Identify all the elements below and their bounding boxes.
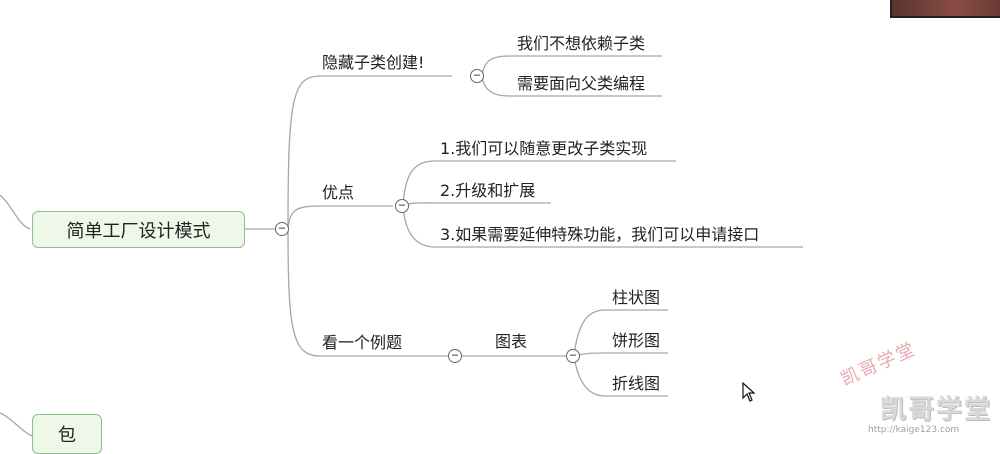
connector-left-bottom [0,412,33,437]
chart-collapse-toggle[interactable]: − [566,349,580,363]
root-collapse-toggle[interactable]: − [275,222,289,236]
connector-chart-c3 [573,355,668,397]
branch-1-collapse-toggle[interactable]: − [470,69,484,83]
package-node[interactable]: 包 [32,414,102,454]
connector-chart-c2 [573,352,668,357]
connector-b1-c1 [481,55,662,77]
minus-circle-icon: − [451,348,459,362]
branch-example[interactable]: 看一个例题 [322,333,403,352]
leaf-advantage-3[interactable]: 3.如果需要延伸特殊功能，我们可以申请接口 [440,225,760,244]
minus-circle-icon: − [473,68,481,82]
branch-hide-subclass[interactable]: 隐藏子类创建! [322,53,425,72]
mouse-cursor-icon [742,382,756,402]
connector-b2-c1 [402,160,676,207]
root-node[interactable]: 简单工厂设计模式 [32,211,245,248]
root-node-label: 简单工厂设计模式 [66,220,211,242]
branch-2-collapse-toggle[interactable]: − [395,199,409,213]
leaf-line-chart[interactable]: 折线图 [612,374,661,393]
leaf-program-to-parent[interactable]: 需要面向父类编程 [517,74,646,93]
connector-branch-2 [287,205,393,230]
webcam-thumbnail [890,0,1000,18]
leaf-advantage-1[interactable]: 1.我们可以随意更改子类实现 [440,139,648,158]
minus-circle-icon: − [569,348,577,362]
connector-left-top [0,194,31,230]
watermark-url: http://kaige123.com [868,425,960,435]
watermark-big: 凯哥学堂 [880,395,993,425]
branch-3-collapse-toggle[interactable]: − [448,349,462,363]
connector-b2-c2 [402,202,551,207]
connector-branch-1 [287,75,452,230]
connector-b2-c3 [402,205,803,248]
minus-circle-icon: − [398,198,406,212]
leaf-pie-chart[interactable]: 饼形图 [612,331,661,350]
leaf-no-depend-subclass[interactable]: 我们不想依赖子类 [517,34,646,53]
leaf-bar-chart[interactable]: 柱状图 [612,288,661,307]
connector-b1-c2 [481,75,662,97]
package-node-label: 包 [58,425,76,446]
node-chart[interactable]: 图表 [495,332,528,351]
leaf-advantage-2[interactable]: 2.升级和扩展 [440,181,536,200]
minus-circle-icon: − [278,221,286,235]
branch-advantages[interactable]: 优点 [322,183,355,202]
connector-branch-3 [287,228,448,357]
connector-chart-c1 [573,309,668,357]
